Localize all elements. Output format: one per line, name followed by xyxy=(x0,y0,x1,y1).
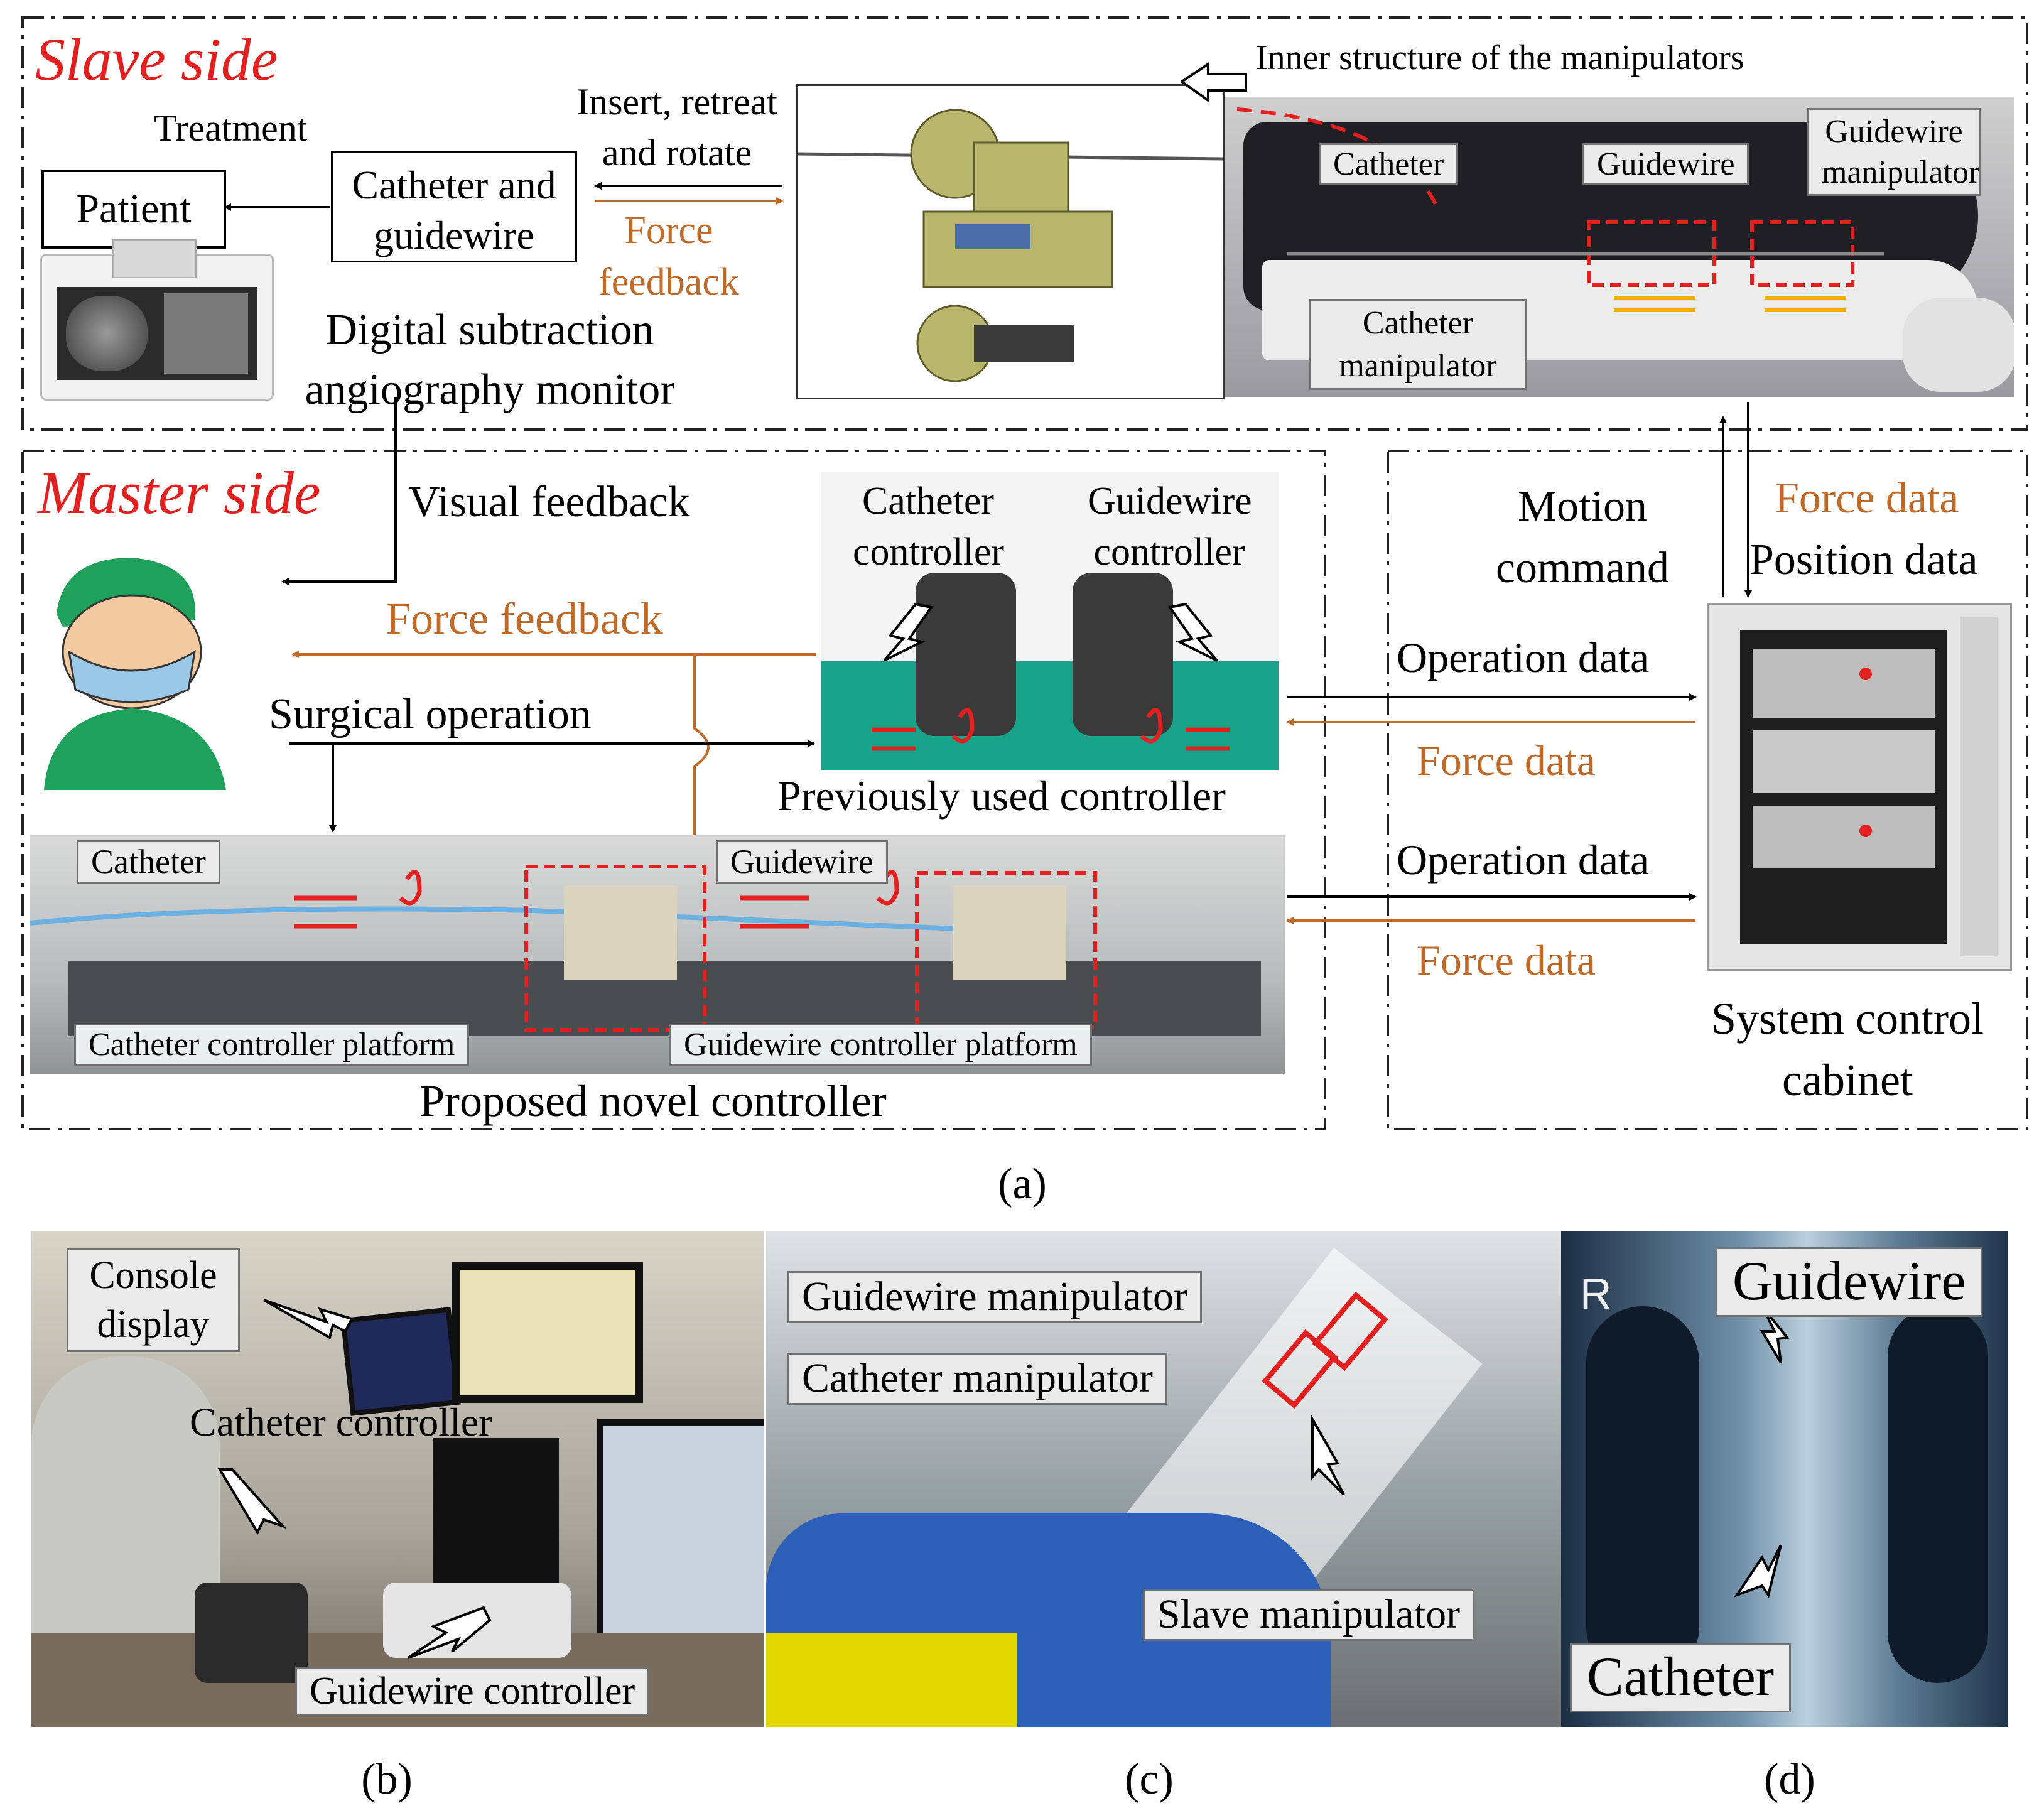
proposed-novel-controller-label: Proposed novel controller xyxy=(419,1076,887,1126)
caption-c: (c) xyxy=(1125,1755,1174,1804)
connector-arrows xyxy=(224,182,1752,924)
slave-side-title: Slave side xyxy=(35,26,278,93)
guidewire-controller-label: Guidewire controller xyxy=(1088,480,1252,573)
previous-controller-photo xyxy=(821,472,1279,770)
novel-catheter-label: Catheter xyxy=(77,840,220,884)
novel-guidewire-label: Guidewire xyxy=(716,840,888,884)
manipulator-cad-render xyxy=(796,84,1225,399)
console-display-label: Console display xyxy=(67,1248,240,1352)
photo-catheter-manipulator-label: Catheter manipulator xyxy=(1309,299,1527,391)
catheter-guidewire-label: Catheter and guidewire xyxy=(352,163,556,257)
caption-a-text: (a) xyxy=(998,1160,1047,1208)
panel-c-catheter-manipulator-label: Catheter manipulator xyxy=(787,1353,1167,1405)
frame-lines xyxy=(21,16,2028,1130)
panel-d-catheter-label: Catheter xyxy=(1570,1643,1792,1712)
panel-d-guidewire-label: Guidewire xyxy=(1716,1247,1983,1317)
previously-used-controller-label: Previously used controller xyxy=(777,772,1226,820)
motion-command-label: Motion command xyxy=(1495,482,1670,592)
insert-retreat-rotate-label: Insert, retreat and rotate xyxy=(576,81,777,173)
system-control-cabinet-label: System control cabinet xyxy=(1711,993,1984,1105)
force-data-2-label: Force data xyxy=(1417,936,1596,984)
catheter-controller-label: Catheter controller xyxy=(853,480,1005,573)
operation-data-1-label: Operation data xyxy=(1397,634,1650,681)
panel-b-guidewire-controller-label: Guidewire controller xyxy=(295,1667,650,1716)
master-force-feedback-label: Force feedback xyxy=(386,593,663,644)
panel-c-guidewire-manipulator-label: Guidewire manipulator xyxy=(787,1271,1202,1323)
photo-guidewire-manipulator-label: Guidewire manipulator xyxy=(1807,108,1981,196)
caption-d: (d) xyxy=(1764,1755,1815,1804)
force-data-1-label: Force data xyxy=(1417,737,1596,784)
cabinet-force-data-label: Force data xyxy=(1775,474,1959,522)
xray-r-marker: R xyxy=(1580,1269,1612,1318)
photo-catheter-label: Catheter xyxy=(1319,143,1459,186)
master-side-title: Master side xyxy=(38,459,321,526)
inner-structure-arrow-icon xyxy=(1181,62,1247,103)
visual-feedback-label: Visual feedback xyxy=(408,478,690,526)
monitor-mount xyxy=(112,239,197,278)
monitor-screen xyxy=(57,287,257,380)
catheter-guidewire-box: Catheter and guidewire xyxy=(331,151,577,262)
surgeon-illustration xyxy=(38,539,226,790)
inner-structure-label: Inner structure of the manipulators xyxy=(1256,38,1744,77)
treatment-label: Treatment xyxy=(154,107,308,149)
system-cabinet-photo xyxy=(1707,603,2012,971)
operation-data-2-label: Operation data xyxy=(1397,836,1650,884)
photo-guidewire-label: Guidewire xyxy=(1582,143,1749,186)
dsa-monitor-label: Digital subtraction angiography monitor xyxy=(305,306,675,414)
dsa-monitor-image xyxy=(40,239,274,401)
slave-force-feedback-label: Force feedback xyxy=(598,209,739,304)
position-data-label: Position data xyxy=(1749,536,1978,584)
panel-b-catheter-controller-label: Catheter controller xyxy=(190,1400,492,1444)
panel-c-slave-manipulator-label: Slave manipulator xyxy=(1143,1589,1475,1641)
surgical-operation-label: Surgical operation xyxy=(269,690,592,739)
caption-b: (b) xyxy=(361,1755,413,1804)
catheter-controller-platform-label: Catheter controller platform xyxy=(74,1024,470,1066)
patient-label: Patient xyxy=(76,186,192,232)
guidewire-controller-platform-label: Guidewire controller platform xyxy=(669,1024,1092,1066)
caption-a: (a) xyxy=(998,1159,1047,1210)
